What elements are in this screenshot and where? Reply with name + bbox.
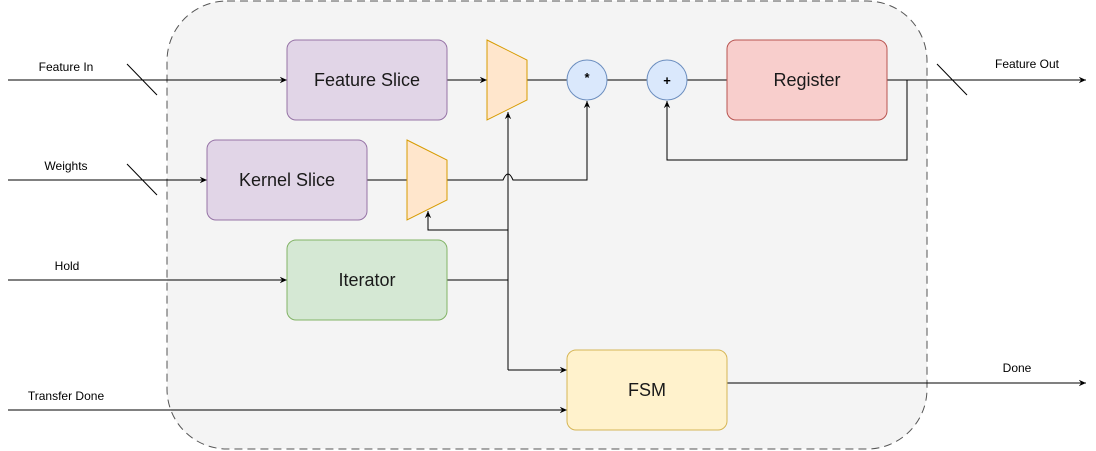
register-block: Register bbox=[726, 39, 888, 121]
add-operator: + bbox=[646, 59, 688, 101]
hold-label: Hold bbox=[55, 259, 80, 273]
feature-mux bbox=[486, 39, 528, 121]
add-symbol: + bbox=[663, 73, 671, 88]
mux-to-multiply-weight-wire bbox=[447, 101, 591, 181]
iterator-label: Iterator bbox=[338, 270, 395, 290]
feature-slice-label: Feature Slice bbox=[314, 70, 420, 90]
feature-slice-block: Feature Slice bbox=[286, 39, 448, 121]
kernel-mux bbox=[406, 139, 448, 221]
fsm-label: FSM bbox=[628, 380, 666, 400]
kernel-slice-block: Kernel Slice bbox=[206, 139, 368, 221]
feature-in-bus-tick bbox=[126, 63, 158, 96]
multiply-symbol: * bbox=[584, 70, 590, 85]
weights-label: Weights bbox=[44, 159, 87, 173]
feature-out-label: Feature Out bbox=[995, 57, 1060, 71]
done-label: Done bbox=[1003, 361, 1032, 375]
feature-in-label: Feature In bbox=[39, 60, 94, 74]
iterator-block: Iterator bbox=[286, 239, 448, 321]
kernel-slice-label: Kernel Slice bbox=[239, 170, 335, 190]
fsm-block: FSM bbox=[566, 349, 728, 431]
weights-bus-tick bbox=[126, 163, 158, 196]
transfer-done-label: Transfer Done bbox=[28, 389, 105, 403]
feature-out-bus-tick bbox=[936, 63, 968, 96]
multiply-operator: * bbox=[566, 59, 608, 101]
register-feedback-wire bbox=[663, 80, 908, 161]
iterator-to-mux2-select-wire bbox=[424, 211, 508, 231]
register-label: Register bbox=[773, 70, 840, 90]
